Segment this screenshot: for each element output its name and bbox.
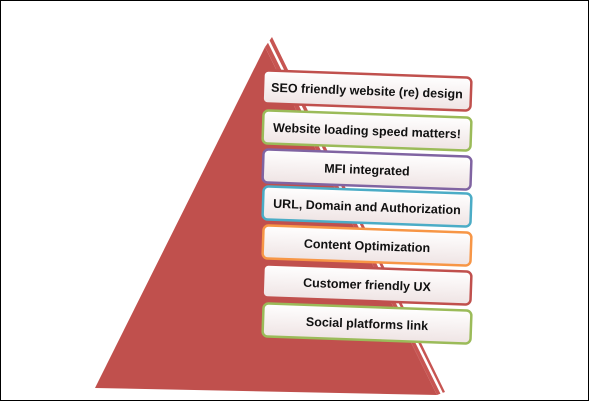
layer-box	[261, 109, 473, 152]
layer-label: SEO friendly website (re) design	[271, 81, 463, 102]
layer-label: URL, Domain and Authorization	[273, 197, 461, 218]
layer-box	[261, 302, 473, 345]
layer-ux: Customer friendly UX	[261, 263, 473, 306]
layer-content: Content Optimization	[261, 224, 473, 267]
layer-label: Social platforms link	[306, 315, 429, 333]
layer-label: Website loading speed matters!	[273, 121, 461, 142]
layer-stack: SEO friendly website (re) design Website…	[261, 69, 473, 345]
layer-box	[261, 148, 473, 191]
layer-loading-speed: Website loading speed matters!	[261, 109, 473, 152]
layer-label: MFI integrated	[324, 162, 410, 179]
layer-mfi: MFI integrated	[261, 148, 473, 191]
layer-social: Social platforms link	[261, 302, 473, 345]
layer-box	[261, 185, 473, 228]
layer-label: Content Optimization	[304, 237, 431, 255]
layer-label: Customer friendly UX	[303, 276, 432, 294]
layer-box	[261, 224, 473, 267]
layer-box	[261, 263, 473, 306]
layer-box	[261, 69, 473, 112]
layer-seo-design: SEO friendly website (re) design	[261, 69, 473, 112]
layer-url-domain: URL, Domain and Authorization	[261, 185, 473, 228]
